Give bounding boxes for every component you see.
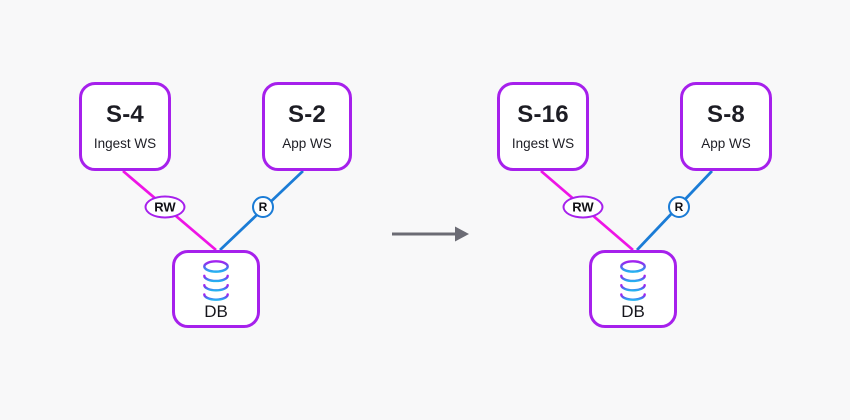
server-size-label: S-8 [707, 100, 745, 128]
server-size-label: S-16 [517, 100, 569, 128]
server-size-label: S-2 [288, 100, 326, 128]
write-access-badge-after: RW [562, 195, 604, 219]
server-node-ingest-after: S-16 Ingest WS [497, 82, 589, 171]
server-role-label: App WS [282, 136, 332, 152]
server-role-label: Ingest WS [511, 136, 575, 152]
server-role-label: Ingest WS [93, 136, 157, 152]
server-size-label: S-4 [106, 100, 144, 128]
server-node-ingest-before: S-4 Ingest WS [79, 82, 171, 171]
read-access-label: R [258, 200, 268, 214]
server-node-app-before: S-2 App WS [262, 82, 352, 171]
read-access-label: R [674, 200, 684, 214]
write-access-label: RW [572, 199, 594, 215]
database-label: DB [621, 301, 645, 321]
server-role-label: App WS [701, 136, 751, 152]
read-access-badge-before: R [252, 196, 274, 218]
write-access-badge-before: RW [144, 195, 186, 219]
database-node-before: DB [172, 250, 260, 328]
database-icon [203, 259, 229, 301]
database-node-after: DB [589, 250, 677, 328]
transition-arrow-icon [392, 226, 469, 242]
write-access-label: RW [154, 199, 176, 215]
database-label: DB [204, 301, 228, 321]
read-access-badge-after: R [668, 196, 690, 218]
server-node-app-after: S-8 App WS [680, 82, 772, 171]
database-icon [620, 259, 646, 301]
